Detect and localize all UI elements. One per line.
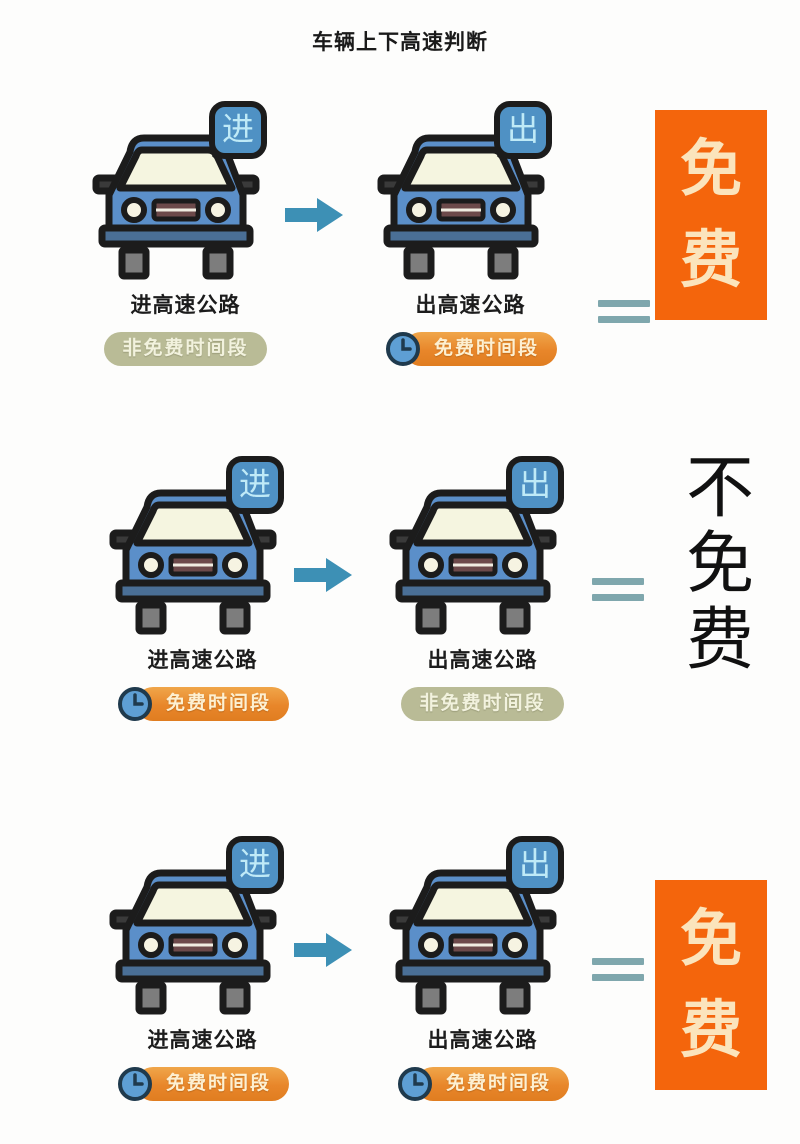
row1-exit-badge: 免费时间段 xyxy=(403,332,557,366)
row2-entry-stage: 进 进高速公路 免费时间段 xyxy=(95,455,310,722)
car-front-icon-svg: 进 xyxy=(109,456,284,635)
car-front-icon: 进 xyxy=(103,455,303,640)
row3-entry-badge: 免费时间段 xyxy=(135,1067,289,1101)
row3-exit-badge-row: 免费时间段 xyxy=(375,1066,590,1102)
entry-sign-text: 进 xyxy=(221,111,253,147)
scenario-row-2: 进 进高速公路 免费时间段 xyxy=(0,455,800,755)
clock-icon xyxy=(116,1065,154,1103)
row2-exit-label: 出高速公路 xyxy=(427,649,538,672)
row3-entry-stage: 进 进高速公路 免费时间段 xyxy=(95,835,310,1102)
exit-sign-icon: 出 xyxy=(505,836,564,894)
row2-result: 不 免 费 xyxy=(665,450,775,678)
row1-entry-badge: 非免费时间段 xyxy=(104,332,267,366)
row1-entry-badge-row: 非免费时间段 xyxy=(78,331,293,367)
row1-exit-stage: 出 出高速公路 免费时间段 xyxy=(363,100,578,367)
exit-sign-text: 出 xyxy=(518,846,550,882)
row2-result-char-3: 费 xyxy=(685,602,754,679)
car-front-icon: 出 xyxy=(383,835,583,1020)
equals-icon xyxy=(598,300,650,323)
right-arrow-icon xyxy=(292,930,354,970)
entry-sign-icon: 进 xyxy=(208,101,267,159)
row3-entry-badge-row: 免费时间段 xyxy=(95,1066,310,1102)
row2-exit-badge: 非免费时间段 xyxy=(401,687,564,721)
exit-sign-icon: 出 xyxy=(493,101,552,159)
entry-sign-icon: 进 xyxy=(225,456,284,514)
right-arrow-icon xyxy=(283,195,345,235)
car-front-icon: 出 xyxy=(371,100,571,285)
car-front-icon-svg: 出 xyxy=(389,456,564,635)
row1-exit-label: 出高速公路 xyxy=(415,294,526,317)
page-title: 车辆上下高速判断 xyxy=(312,31,488,54)
row1-entry-stage: 进 进高速公路 非免费时间段 xyxy=(78,100,293,367)
row3-result-char-1: 免 xyxy=(679,904,742,974)
row3-entry-label: 进高速公路 xyxy=(147,1029,258,1052)
car-front-icon-svg: 出 xyxy=(389,836,564,1015)
row1-entry-label: 进高速公路 xyxy=(130,294,241,317)
row2-entry-badge-row: 免费时间段 xyxy=(95,686,310,722)
car-front-icon: 进 xyxy=(86,100,286,285)
row3-exit-stage: 出 出高速公路 免费时间段 xyxy=(375,835,590,1102)
exit-sign-text: 出 xyxy=(506,111,538,147)
row2-result-char-2: 免 xyxy=(685,526,754,603)
exit-sign-text: 出 xyxy=(518,466,550,502)
scenario-row-1: 进 进高速公路 非免费时间段 xyxy=(0,100,800,390)
row1-result-char-2: 费 xyxy=(679,225,742,295)
clock-icon xyxy=(384,330,422,368)
equals-icon xyxy=(592,578,644,601)
row2-entry-label: 进高速公路 xyxy=(147,649,258,672)
row1-exit-badge-row: 免费时间段 xyxy=(363,331,578,367)
row1-result: 免 费 xyxy=(655,110,767,320)
clock-icon xyxy=(396,1065,434,1103)
entry-sign-text: 进 xyxy=(238,846,270,882)
equals-icon xyxy=(592,958,644,981)
car-front-icon-svg: 出 xyxy=(377,101,552,280)
row2-exit-badge-row: 非免费时间段 xyxy=(375,686,590,722)
row2-entry-badge: 免费时间段 xyxy=(135,687,289,721)
clock-icon xyxy=(116,685,154,723)
row2-result-char-1: 不 xyxy=(685,450,754,526)
row3-result: 免 费 xyxy=(655,880,767,1090)
row2-exit-stage: 出 出高速公路 非免费时间段 xyxy=(375,455,590,722)
row3-exit-badge: 免费时间段 xyxy=(415,1067,569,1101)
car-front-icon: 出 xyxy=(383,455,583,640)
row3-exit-label: 出高速公路 xyxy=(427,1029,538,1052)
car-front-icon-svg: 进 xyxy=(109,836,284,1015)
row3-result-char-2: 费 xyxy=(679,995,742,1065)
scenario-row-3: 进 进高速公路 免费时间段 xyxy=(0,835,800,1125)
exit-sign-icon: 出 xyxy=(505,456,564,514)
car-front-icon-svg: 进 xyxy=(92,101,267,280)
entry-sign-text: 进 xyxy=(238,466,270,502)
car-front-icon: 进 xyxy=(103,835,303,1020)
entry-sign-icon: 进 xyxy=(225,836,284,894)
row1-result-char-1: 免 xyxy=(679,134,742,204)
right-arrow-icon xyxy=(292,555,354,595)
